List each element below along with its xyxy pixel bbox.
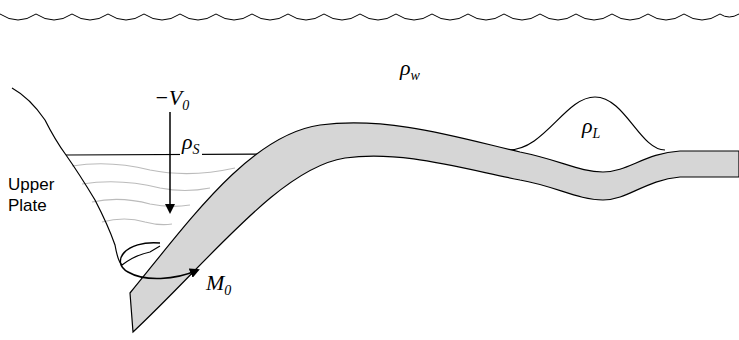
- density-label: ρw: [398, 56, 422, 83]
- seamount-load: [508, 97, 665, 150]
- moment-label: M0: [204, 271, 233, 298]
- plate-label: Upper Plate: [8, 174, 56, 217]
- density-label: ρL: [580, 114, 602, 141]
- sea-surface: [0, 14, 739, 20]
- subducting-plate: [130, 123, 739, 332]
- moment-arrow: [120, 243, 198, 279]
- force-arrow: [169, 112, 171, 212]
- force-label: −V0: [152, 86, 191, 113]
- density-label: ρS: [180, 130, 202, 157]
